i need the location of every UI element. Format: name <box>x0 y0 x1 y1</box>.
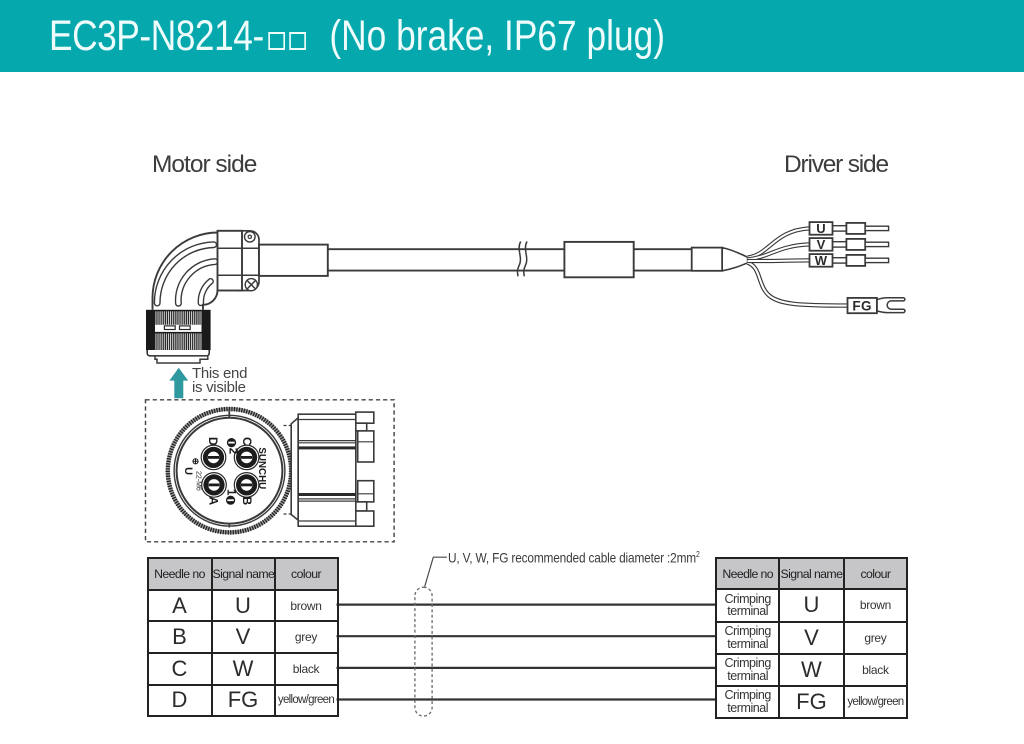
svg-text:D: D <box>206 437 220 446</box>
svg-text:V: V <box>817 237 826 252</box>
svg-text:B: B <box>240 496 254 505</box>
svg-text:22-M6: 22-M6 <box>195 471 202 491</box>
svg-text:C: C <box>240 437 254 446</box>
svg-text:W: W <box>815 253 828 268</box>
svg-text:SUNCHU: SUNCHU <box>256 447 267 489</box>
svg-text:2: 2 <box>227 448 239 454</box>
svg-text:U: U <box>182 467 194 475</box>
svg-text:FG: FG <box>852 298 872 313</box>
svg-text:1: 1 <box>225 489 237 496</box>
svg-text:U: U <box>816 221 825 236</box>
svg-text:A: A <box>206 496 220 505</box>
